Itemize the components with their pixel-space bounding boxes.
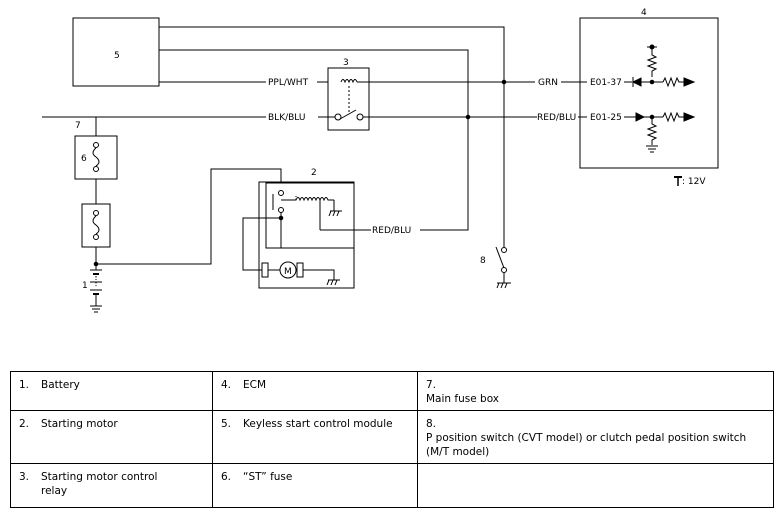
legend-row: 3.Starting motor control relay 6.“ST” fu… <box>10 463 774 508</box>
component-legend-table: 1.Battery 4.ECM 7.Main fuse box 2.Starti… <box>10 371 774 508</box>
battery-icon <box>90 269 102 313</box>
solenoid-ground-icon <box>328 210 342 217</box>
ecm-input-resistor-top <box>662 76 684 88</box>
ecm-terminal-e01-25: E01-25 <box>590 113 622 123</box>
p-switch-blade <box>495 246 505 269</box>
legend-row: 1.Battery 4.ECM 7.Main fuse box <box>10 371 774 411</box>
relay-switch-blade <box>339 109 357 120</box>
st-fuse-terminal-bottom <box>93 166 99 172</box>
vcc-12v-icon <box>674 176 682 186</box>
wiring-diagram: 5 PPL/WHT 3 BLK/BLU 7 6 1 <box>42 8 719 313</box>
ecm-box <box>579 17 719 169</box>
wire-label-red-blu-ecm: RED/BLU <box>537 113 576 123</box>
ecm-terminal-e01-37: E01-37 <box>590 78 622 88</box>
relay-coil-icon <box>340 79 358 84</box>
callout-6: 6 <box>81 154 87 164</box>
callout-3: 3 <box>343 58 349 68</box>
p-switch-bottom <box>501 267 507 273</box>
legend-cell: 8.P position switch (CVT model) or clutc… <box>417 410 774 464</box>
wire-label-red-blu-motor: RED/BLU <box>372 226 411 236</box>
svg-text:M: M <box>284 267 292 277</box>
callout-2: 2 <box>311 168 317 178</box>
st-fuse-icon <box>92 147 100 167</box>
solenoid-coil-icon <box>281 197 334 202</box>
legend-cell: 4.ECM <box>212 371 418 411</box>
legend-cell: 5.Keyless start control module <box>212 410 418 464</box>
legend-row: 2.Starting motor 5.Keyless start control… <box>10 410 774 464</box>
st-fuse-terminal-top <box>93 142 99 148</box>
keyless-start-module-box <box>72 17 160 87</box>
legend-cell <box>417 463 774 508</box>
wire-label-grn: GRN <box>538 78 558 88</box>
legend-cell: 6.“ST” fuse <box>212 463 418 508</box>
wire-module-top <box>159 26 505 247</box>
callout-7: 7 <box>75 121 81 131</box>
ecm-input-resistor-bottom <box>662 111 684 123</box>
wire-battery-to-motor <box>96 168 282 265</box>
wire-label-blk-blu: BLK/BLU <box>268 113 305 123</box>
motor-ground-icon <box>326 279 340 286</box>
relay-contact-right <box>356 113 364 121</box>
legend-cell: 1.Battery <box>10 371 213 411</box>
callout-1: 1 <box>82 281 88 291</box>
ecm-pullup-resistor <box>646 49 658 77</box>
legend-cell: 3.Starting motor control relay <box>10 463 213 508</box>
p-switch-top <box>501 247 507 253</box>
ecm-pulldown-resistor <box>646 119 658 145</box>
p-switch-ground-icon <box>496 282 511 289</box>
legend-cell: 7.Main fuse box <box>417 371 774 411</box>
main-fuse-icon <box>92 215 100 235</box>
voltage-note: : 12V <box>682 177 706 187</box>
callout-4: 4 <box>641 8 647 18</box>
wire-label-ppl-wht: PPL/WHT <box>268 78 309 88</box>
callout-5: 5 <box>114 51 120 61</box>
callout-8: 8 <box>480 256 486 266</box>
relay-contact-left <box>334 113 342 121</box>
ecm-arrow-in <box>635 112 646 122</box>
ecm-ground-icon <box>646 145 658 153</box>
legend-cell: 2.Starting motor <box>10 410 213 464</box>
